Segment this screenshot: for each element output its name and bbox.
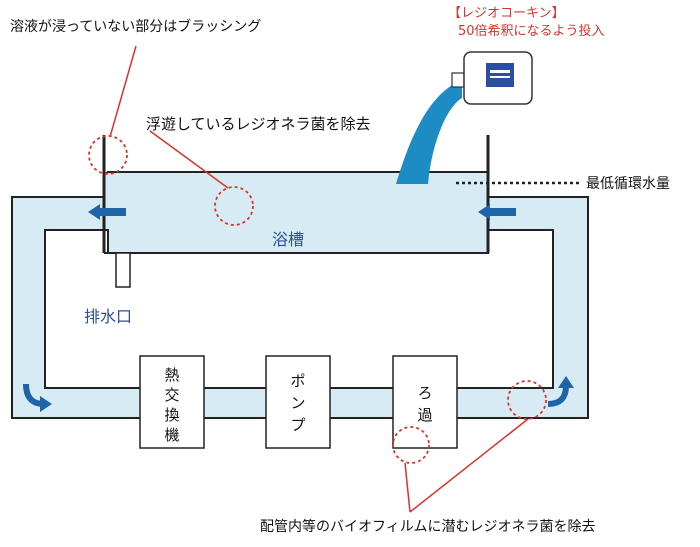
flush-leader xyxy=(109,45,137,138)
pump-char-3: プ xyxy=(290,416,305,434)
filter-char-2: 過 xyxy=(417,406,432,424)
flow-arrow-bottom-right xyxy=(547,376,574,407)
bath-label: 浴槽 xyxy=(272,230,304,249)
heat-exchanger-char-2: 交 xyxy=(164,386,179,404)
flushing-annotation: 溶液が浸っていない部分はブラッシング xyxy=(10,18,261,35)
pour-stream xyxy=(396,80,462,184)
heat-exchanger-char-3: 換 xyxy=(164,406,179,424)
filter-char-1: ろ xyxy=(417,384,432,402)
filter-box xyxy=(392,355,458,449)
pump-box xyxy=(265,355,331,449)
flow-arrow-bottom-left xyxy=(23,383,52,412)
min-level-label: 最低循環水量 xyxy=(586,176,670,192)
floating-leader xyxy=(149,130,229,189)
flow-arrow-top-left xyxy=(88,204,126,220)
biofilm-leader-2 xyxy=(409,418,529,513)
pump-char-2: ン xyxy=(290,394,305,412)
heat-exchanger-box xyxy=(139,355,205,449)
product-name-label: 【レジオコーキン】 xyxy=(448,6,565,21)
biofilm-circle-filter xyxy=(392,426,430,464)
floating-bacteria-circle xyxy=(214,186,254,226)
floating-annotation: 浮遊しているレジオネラ菌を除去 xyxy=(146,115,371,133)
biofilm-annotation: 配管内等のバイオフィルムに潜むレジオネラ菌を除去 xyxy=(260,518,595,535)
product-dilution-label: 50倍希釈になるよう投入 xyxy=(458,23,605,39)
pump-char-1: ポ xyxy=(290,372,305,390)
drain-pipe xyxy=(115,252,131,288)
flush-area-circle xyxy=(88,135,128,175)
flow-arrow-top-right xyxy=(478,204,516,220)
biofilm-circle-pipe xyxy=(507,380,547,420)
heat-exchanger-char-1: 熱 xyxy=(164,366,179,384)
product-dispenser-icon xyxy=(451,51,533,105)
biofilm-leader-1 xyxy=(404,462,411,513)
drain-label: 排水口 xyxy=(84,307,132,326)
heat-exchanger-char-4: 機 xyxy=(164,426,179,444)
